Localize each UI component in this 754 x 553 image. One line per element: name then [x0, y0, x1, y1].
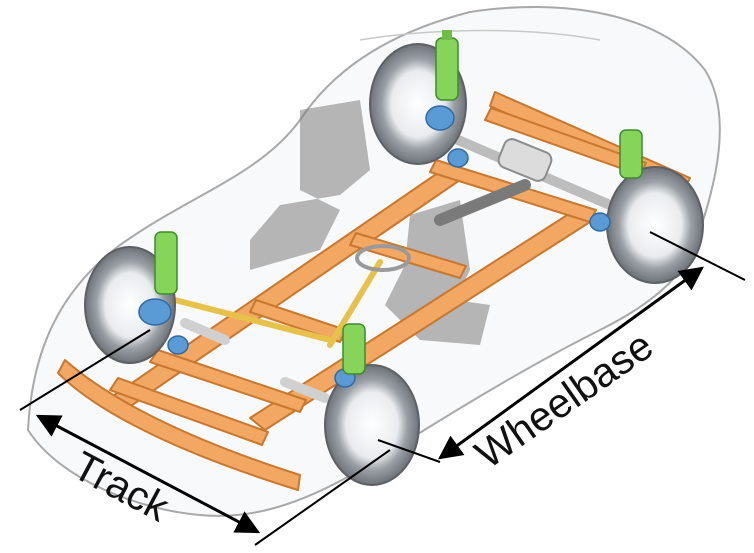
rear-differential — [425, 123, 615, 226]
wheel-front-right — [324, 364, 420, 486]
front-axle — [180, 318, 330, 403]
wheel-rear-right — [606, 166, 704, 284]
wheel-front-left — [84, 246, 176, 364]
suspension-spring-rear-left — [435, 30, 459, 101]
steering-linkage — [172, 244, 411, 348]
track-dimension-arrow — [35, 414, 261, 534]
suspension-spring-front-right — [342, 323, 366, 375]
seat-front-left — [250, 100, 370, 270]
wheel-center-lines — [19, 231, 746, 546]
wheelbase-dimension-arrow — [438, 266, 704, 460]
suspension-spring-front-left — [154, 231, 178, 295]
suspension-spring-rear-right — [619, 129, 643, 179]
